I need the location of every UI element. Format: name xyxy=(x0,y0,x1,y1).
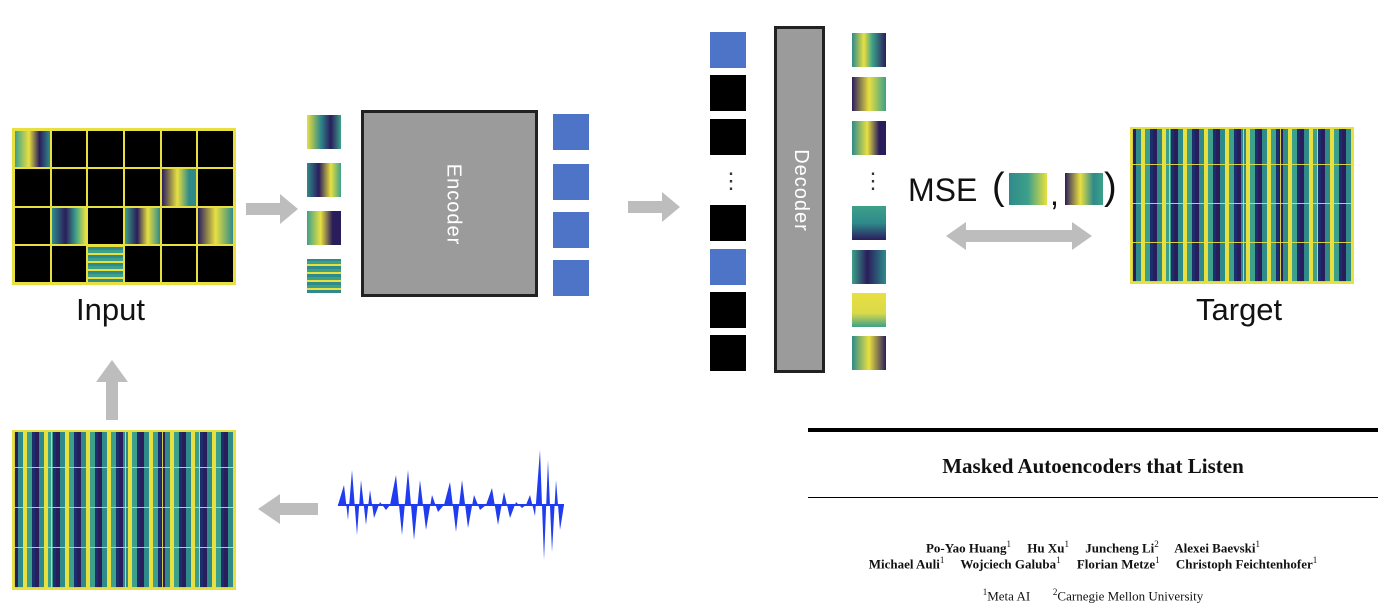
right-arrow-icon xyxy=(246,194,298,224)
encoded-token xyxy=(710,32,746,68)
mask-token xyxy=(710,205,746,241)
mask-token xyxy=(710,75,746,111)
encoder-label: Encoder xyxy=(442,163,465,246)
decoder-box: Decoder xyxy=(774,26,825,373)
mse-label: MSE xyxy=(908,172,978,208)
input-masked-spectrogram xyxy=(12,128,236,285)
reconstructed-patch xyxy=(851,249,887,285)
author-name: Michael Auli xyxy=(868,556,940,572)
paper-title: Masked Autoencoders that Listen xyxy=(942,454,1244,478)
target-spectrogram xyxy=(1130,127,1354,284)
author-list-line2: Michael Auli1 Wojciech Galuba1 Florian M… xyxy=(868,555,1318,572)
mse-paren-close: ) xyxy=(1104,166,1117,208)
affiliations: 1Meta AI 2Carnegie Mellon University xyxy=(982,587,1204,604)
author-name: Wojciech Galuba xyxy=(960,556,1057,572)
audio-waveform xyxy=(338,450,564,560)
reconstructed-patch xyxy=(851,292,887,328)
affiliation-name: Carnegie Mellon University xyxy=(1057,588,1204,604)
author-name: Florian Metze xyxy=(1076,556,1156,572)
author-name: Juncheng Li xyxy=(1085,540,1155,556)
visible-patch xyxy=(306,210,342,246)
right-arrow-icon xyxy=(628,192,680,222)
reconstructed-patch xyxy=(851,32,887,68)
target-label: Target xyxy=(1196,292,1283,327)
reconstructed-patch xyxy=(851,120,887,156)
mse-target-patch xyxy=(1064,172,1104,206)
mse-comma: , xyxy=(1050,176,1059,212)
input-label: Input xyxy=(76,292,145,327)
encoded-token xyxy=(553,114,589,150)
ellipsis: ⋮ xyxy=(862,168,884,193)
ellipsis: ⋮ xyxy=(720,168,742,193)
visible-patch xyxy=(306,114,342,150)
mse-paren-open: ( xyxy=(992,166,1005,208)
author-name: Hu Xu xyxy=(1027,540,1065,556)
encoded-token xyxy=(553,212,589,248)
mask-token xyxy=(710,292,746,328)
encoded-token xyxy=(553,260,589,296)
encoded-token xyxy=(710,249,746,285)
visible-patch xyxy=(306,162,342,198)
left-arrow-icon xyxy=(258,494,318,524)
double-arrow-icon xyxy=(946,222,1092,250)
title-rule-top xyxy=(808,428,1378,432)
reconstructed-patch xyxy=(851,335,887,371)
encoder-box: Encoder xyxy=(361,110,538,297)
title-rule-bottom xyxy=(808,497,1378,498)
affiliation-name: Meta AI xyxy=(987,588,1031,604)
reconstructed-patch xyxy=(851,76,887,112)
reconstructed-patch xyxy=(851,205,887,241)
author-list-line1: Po-Yao Huang1 Hu Xu1 Juncheng Li2 Alexei… xyxy=(925,539,1261,556)
up-arrow-icon xyxy=(96,360,128,420)
author-name: Alexei Baevski xyxy=(1174,540,1256,556)
mask-token xyxy=(710,335,746,371)
author-name: Christoph Feichtenhofer xyxy=(1175,556,1313,572)
mask-token xyxy=(710,119,746,155)
visible-patch xyxy=(306,258,342,294)
decoder-label: Decoder xyxy=(789,149,812,232)
author-name: Po-Yao Huang xyxy=(925,540,1007,556)
full-spectrogram xyxy=(12,430,236,590)
mse-pred-patch xyxy=(1008,172,1048,206)
encoded-token xyxy=(553,164,589,200)
